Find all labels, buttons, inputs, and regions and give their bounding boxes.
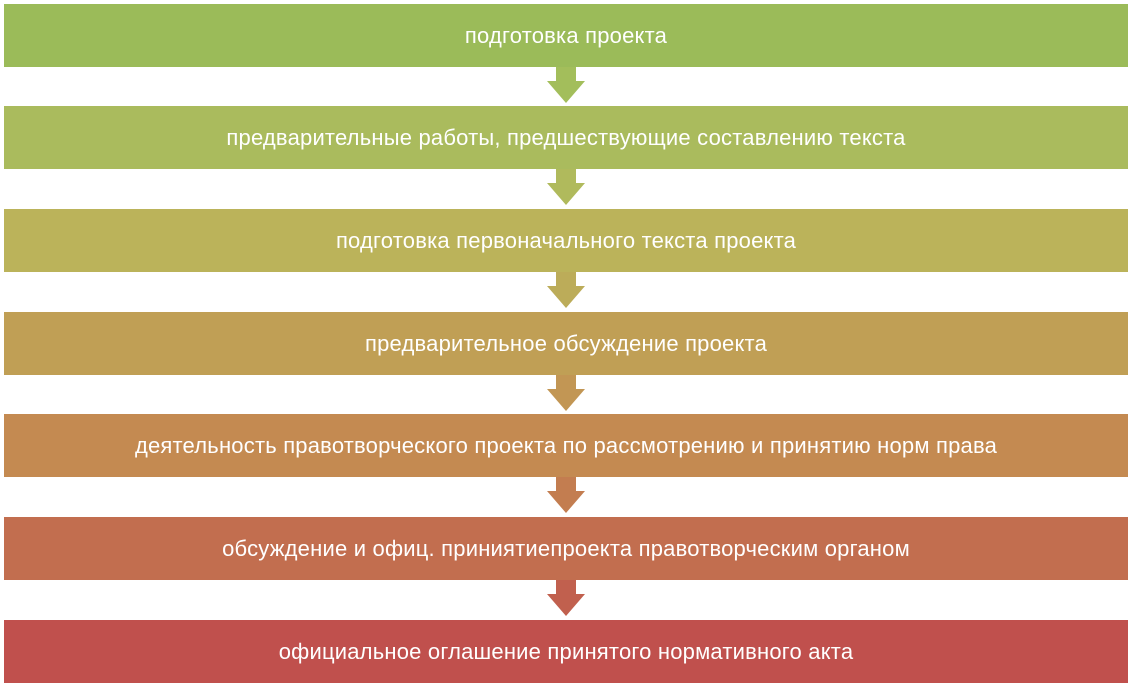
down-arrow-icon xyxy=(547,67,585,103)
down-arrow-icon xyxy=(547,477,585,513)
down-arrow-icon xyxy=(547,375,585,411)
step-preliminary-work: предварительные работы, предшествующие с… xyxy=(4,106,1128,169)
step-preliminary-discussion: предварительное обсуждение проекта xyxy=(4,312,1128,375)
step-lawmaking-activity: деятельность правотворческого проекта по… xyxy=(4,414,1128,477)
down-arrow-icon xyxy=(547,272,585,308)
step-initial-text: подготовка первоначального текста проект… xyxy=(4,209,1128,272)
step-official-adoption: обсуждение и офиц. приниятиепроекта прав… xyxy=(4,517,1128,580)
step-official-publication: официальное оглашение принятого норматив… xyxy=(4,620,1128,683)
step-project-preparation: подготовка проекта xyxy=(4,4,1128,67)
down-arrow-icon xyxy=(547,580,585,616)
down-arrow-icon xyxy=(547,169,585,205)
